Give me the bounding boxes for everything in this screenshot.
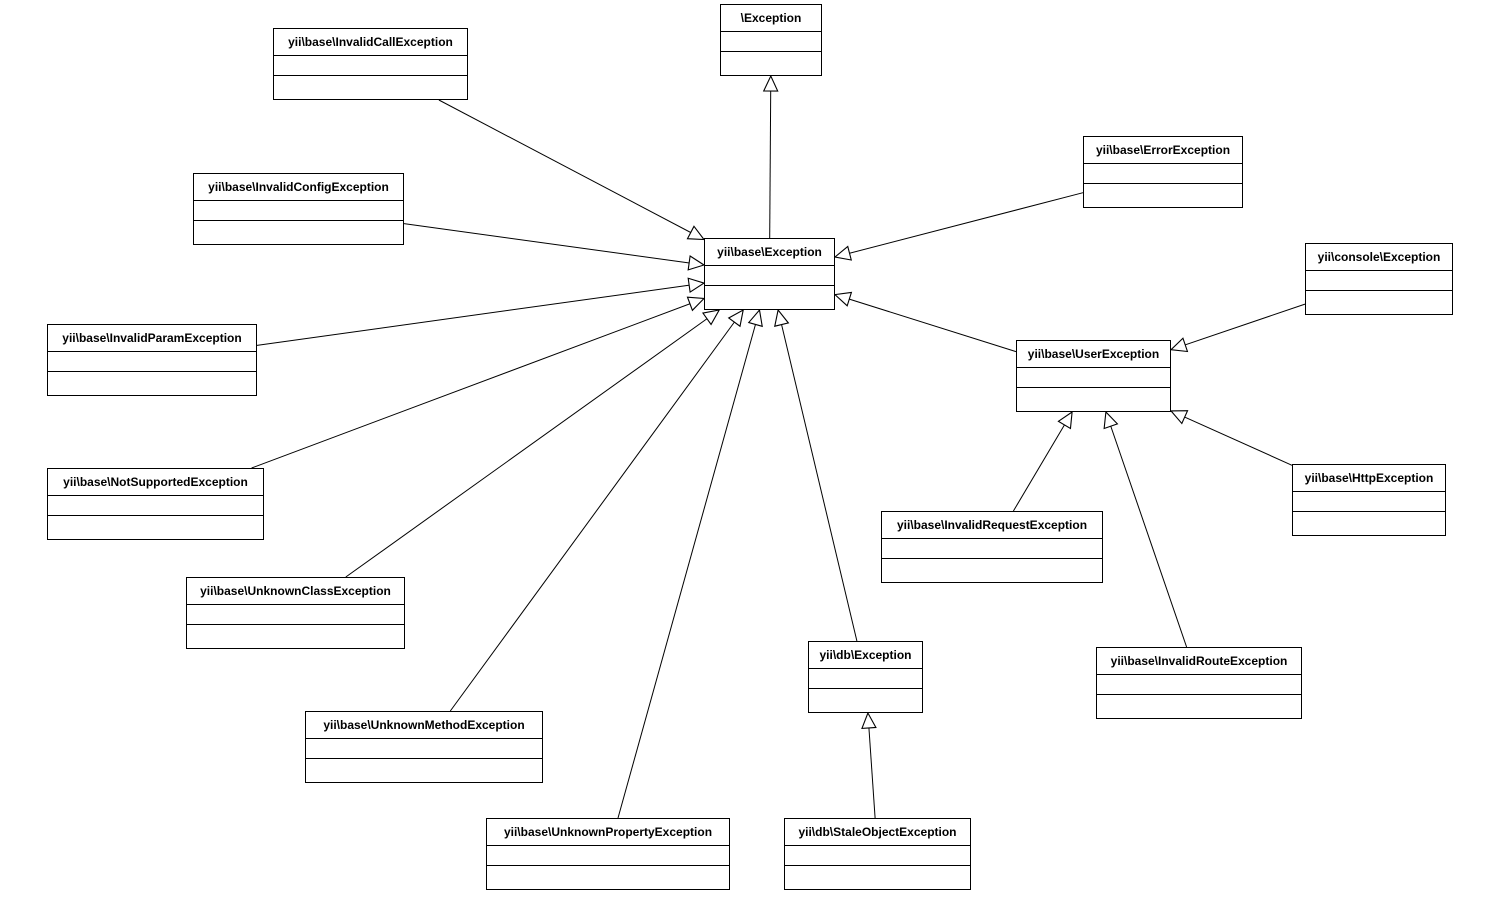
uml-class-exception: \Exception bbox=[720, 4, 822, 76]
class-methods-compartment bbox=[785, 866, 970, 889]
class-methods-compartment bbox=[187, 625, 404, 648]
inheritance-edge-notSupportedException-to-baseException bbox=[251, 296, 706, 469]
inheritance-edge-consoleException-to-userException bbox=[1169, 303, 1306, 353]
class-name-label: yii\base\UnknownMethodException bbox=[306, 712, 542, 739]
class-methods-compartment bbox=[306, 759, 542, 782]
class-attributes-compartment bbox=[194, 201, 403, 221]
class-name-label: yii\base\UserException bbox=[1017, 341, 1170, 368]
uml-class-invalid-config-exception: yii\base\InvalidConfigException bbox=[193, 173, 404, 245]
class-name-label: yii\base\InvalidConfigException bbox=[194, 174, 403, 201]
class-methods-compartment bbox=[1306, 291, 1452, 314]
uml-class-unknown-property-exception: yii\base\UnknownPropertyException bbox=[486, 818, 730, 890]
uml-class-error-exception: yii\base\ErrorException bbox=[1083, 136, 1243, 208]
inheritance-edge-dbException-to-baseException bbox=[774, 308, 858, 642]
uml-class-unknown-class-exception: yii\base\UnknownClassException bbox=[186, 577, 405, 649]
inheritance-edge-unknownClassException-to-baseException bbox=[345, 309, 721, 578]
inheritance-edge-baseException-to-exception bbox=[762, 74, 779, 239]
class-attributes-compartment bbox=[187, 605, 404, 625]
class-attributes-compartment bbox=[882, 539, 1102, 559]
uml-class-user-exception: yii\base\UserException bbox=[1016, 340, 1171, 412]
uml-class-invalid-call-exception: yii\base\InvalidCallException bbox=[273, 28, 468, 100]
class-attributes-compartment bbox=[785, 846, 970, 866]
class-name-label: yii\base\HttpException bbox=[1293, 465, 1445, 492]
inheritance-edge-userException-to-baseException bbox=[833, 291, 1017, 353]
class-name-label: yii\base\NotSupportedException bbox=[48, 469, 263, 496]
class-methods-compartment bbox=[1097, 695, 1301, 718]
class-methods-compartment bbox=[882, 559, 1102, 582]
inheritance-edge-errorException-to-baseException bbox=[833, 192, 1084, 261]
class-methods-compartment bbox=[1293, 512, 1445, 535]
inheritance-edge-staleObjectException-to-dbException bbox=[861, 711, 877, 819]
class-name-label: yii\base\Exception bbox=[705, 239, 834, 266]
class-attributes-compartment bbox=[48, 496, 263, 516]
class-methods-compartment bbox=[48, 372, 256, 395]
class-name-label: yii\db\Exception bbox=[809, 642, 922, 669]
uml-class-invalid-param-exception: yii\base\InvalidParamException bbox=[47, 324, 257, 396]
class-methods-compartment bbox=[274, 76, 467, 99]
class-attributes-compartment bbox=[274, 56, 467, 76]
uml-class-not-supported-exception: yii\base\NotSupportedException bbox=[47, 468, 264, 540]
class-attributes-compartment bbox=[48, 352, 256, 372]
class-attributes-compartment bbox=[705, 266, 834, 286]
inheritance-edge-unknownPropertyException-to-baseException bbox=[617, 308, 763, 819]
class-attributes-compartment bbox=[721, 32, 821, 52]
class-attributes-compartment bbox=[306, 739, 542, 759]
class-name-label: yii\db\StaleObjectException bbox=[785, 819, 970, 846]
class-methods-compartment bbox=[487, 866, 729, 889]
class-methods-compartment bbox=[194, 221, 403, 244]
inheritance-edge-invalidConfigException-to-baseException bbox=[403, 223, 706, 271]
class-name-label: yii\base\UnknownClassException bbox=[187, 578, 404, 605]
inheritance-edge-invalidParamException-to-baseException bbox=[256, 277, 706, 346]
uml-class-invalid-route-exception: yii\base\InvalidRouteException bbox=[1096, 647, 1302, 719]
class-name-label: yii\base\ErrorException bbox=[1084, 137, 1242, 164]
class-attributes-compartment bbox=[1097, 675, 1301, 695]
class-attributes-compartment bbox=[1306, 271, 1452, 291]
class-name-label: yii\base\InvalidCallException bbox=[274, 29, 467, 56]
uml-class-base-exception: yii\base\Exception bbox=[704, 238, 835, 310]
class-name-label: yii\base\InvalidRouteException bbox=[1097, 648, 1301, 675]
class-name-label: yii\console\Exception bbox=[1306, 244, 1452, 271]
inheritance-edge-invalidRequestException-to-userException bbox=[1012, 410, 1073, 512]
inheritance-edge-invalidCallException-to-baseException bbox=[438, 99, 706, 241]
class-methods-compartment bbox=[809, 689, 922, 712]
class-attributes-compartment bbox=[809, 669, 922, 689]
uml-class-stale-object-exception: yii\db\StaleObjectException bbox=[784, 818, 971, 890]
uml-class-unknown-method-exception: yii\base\UnknownMethodException bbox=[305, 711, 543, 783]
class-attributes-compartment bbox=[1293, 492, 1445, 512]
class-name-label: yii\base\InvalidRequestException bbox=[882, 512, 1102, 539]
uml-class-http-exception: yii\base\HttpException bbox=[1292, 464, 1446, 536]
class-methods-compartment bbox=[721, 52, 821, 75]
inheritance-edge-unknownMethodException-to-baseException bbox=[449, 308, 744, 712]
class-methods-compartment bbox=[1017, 388, 1170, 411]
class-attributes-compartment bbox=[1084, 164, 1242, 184]
class-attributes-compartment bbox=[1017, 368, 1170, 388]
inheritance-edge-invalidRouteException-to-userException bbox=[1103, 410, 1188, 648]
class-methods-compartment bbox=[48, 516, 263, 539]
class-name-label: \Exception bbox=[721, 5, 821, 32]
class-attributes-compartment bbox=[487, 846, 729, 866]
uml-class-console-exception: yii\console\Exception bbox=[1305, 243, 1453, 315]
class-name-label: yii\base\InvalidParamException bbox=[48, 325, 256, 352]
class-name-label: yii\base\UnknownPropertyException bbox=[487, 819, 729, 846]
class-methods-compartment bbox=[705, 286, 834, 309]
uml-class-invalid-request-exception: yii\base\InvalidRequestException bbox=[881, 511, 1103, 583]
inheritance-edge-httpException-to-userException bbox=[1169, 410, 1293, 466]
class-methods-compartment bbox=[1084, 184, 1242, 207]
uml-class-db-exception: yii\db\Exception bbox=[808, 641, 923, 713]
